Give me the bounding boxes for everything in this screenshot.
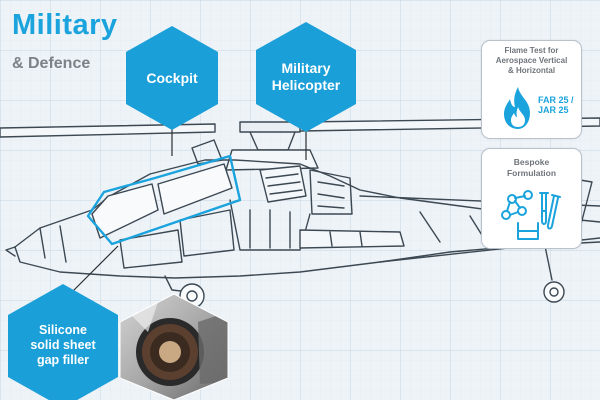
silicone-roll-photo [119,293,229,400]
flame-test-title-line-3: & Horizontal [507,66,556,75]
flame-test-title: Flame Test for Aerospace Vertical & Hori… [482,46,581,76]
gap-filler-label-line-3: gap filler [36,352,90,367]
flame-test-title-line-1: Flame Test for [504,46,559,55]
flame-icon [504,87,530,129]
gap-filler-label-line-1: Silicone [39,322,87,337]
flame-standard-line-2: JAR 25 [538,105,569,116]
military-helicopter-label-line-1: Military [281,60,331,77]
gap-filler-hexagon [8,284,118,400]
cockpit-label: Cockpit [146,69,198,86]
lab-glassware-icon [501,190,561,240]
bespoke-formulation-card: Bespoke Formulation [481,148,582,249]
flame-test-card: Flame Test for Aerospace Vertical & Hori… [481,40,582,139]
flame-standard-line-1: FAR 25 / [538,95,574,105]
military-helicopter-label-line-2: Helicopter [271,77,341,93]
cockpit-highlight [86,154,242,246]
page-title: Military [12,9,118,41]
military-helicopter-label: Military Helicopter [254,20,358,134]
military-helicopter-hexagon [256,22,356,132]
bespoke-title-line-1: Bespoke [513,157,550,167]
flame-test-title-line-2: Aerospace Vertical [495,56,568,65]
gap-filler-label-line-2: solid sheet [30,337,96,352]
cockpit-hexagon [126,26,218,130]
gap-filler-label: Silicone solid sheet gap filler [6,282,120,400]
page-subtitle: & Defence [12,55,91,72]
flame-standard: FAR 25 / JAR 25 [538,95,574,116]
bespoke-title-line-2: Formulation [506,167,557,178]
bespoke-title: Bespoke Formulation [482,157,581,178]
